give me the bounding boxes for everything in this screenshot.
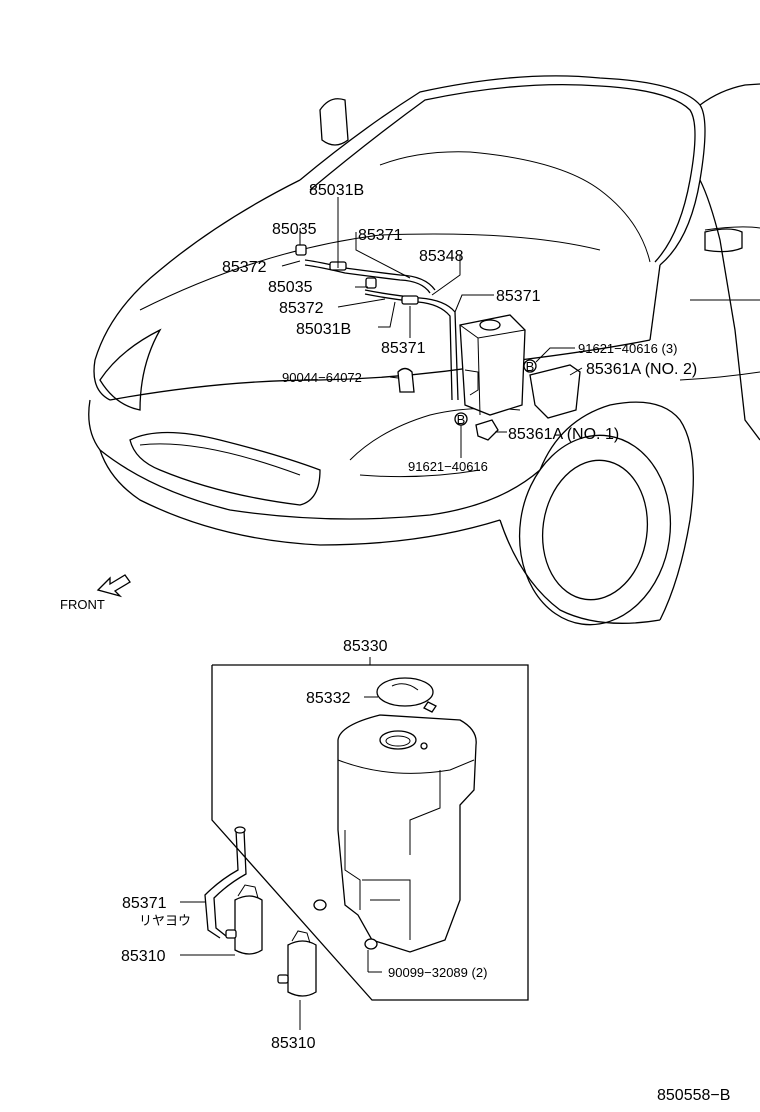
svg-text:B: B	[457, 412, 466, 427]
installed-washer-tank: B B	[454, 314, 581, 441]
label-85031B-top: 85031B	[309, 182, 364, 199]
label-90099-32089: 90099−32089 (2)	[388, 965, 487, 980]
label-85310-b: 85310	[271, 1035, 316, 1052]
label-85361A-no1: 85361A (NO. 1)	[508, 426, 619, 443]
label-rear-note: リヤヨウ	[139, 913, 191, 928]
label-front: FRONT	[60, 597, 105, 612]
label-85371-c: 85371	[381, 340, 426, 357]
label-85348: 85348	[419, 248, 464, 265]
label-85035-b: 85035	[268, 279, 313, 296]
label-drawing-number: 850558−B	[657, 1087, 730, 1104]
label-85361A-no2: 85361A (NO. 2)	[586, 361, 697, 378]
grommets	[313, 899, 382, 973]
label-85371-a: 85371	[358, 227, 403, 244]
tank-cap	[364, 677, 437, 713]
label-85310-a: 85310	[121, 948, 166, 965]
leader-lines-upper	[281, 197, 583, 458]
hose-assembly	[295, 244, 459, 401]
lower-group-outline	[211, 657, 529, 1001]
label-85031B-b: 85031B	[296, 321, 351, 338]
label-85372-a: 85372	[222, 259, 267, 276]
label-85371-b: 85371	[496, 288, 541, 305]
label-85372-b: 85372	[279, 300, 324, 317]
label-85371-d: 85371	[122, 895, 167, 912]
label-85035-top: 85035	[272, 221, 317, 238]
label-85332: 85332	[306, 690, 351, 707]
svg-text:B: B	[526, 359, 535, 374]
label-90044-64072: 90044−64072	[282, 370, 362, 385]
label-91621-40616-3: 91621−40616 (3)	[578, 341, 677, 356]
washer-pump-b	[277, 930, 317, 1030]
label-85330: 85330	[343, 638, 388, 655]
part-labels: 85031B 85035 85371 85348 85372 85371 850…	[60, 182, 730, 1104]
front-arrow-icon	[96, 574, 131, 598]
rear-washer-hose	[180, 826, 247, 939]
label-91621-40616: 91621−40616	[408, 459, 488, 474]
washer-tank	[337, 714, 477, 953]
washer-pump-a	[180, 884, 263, 956]
